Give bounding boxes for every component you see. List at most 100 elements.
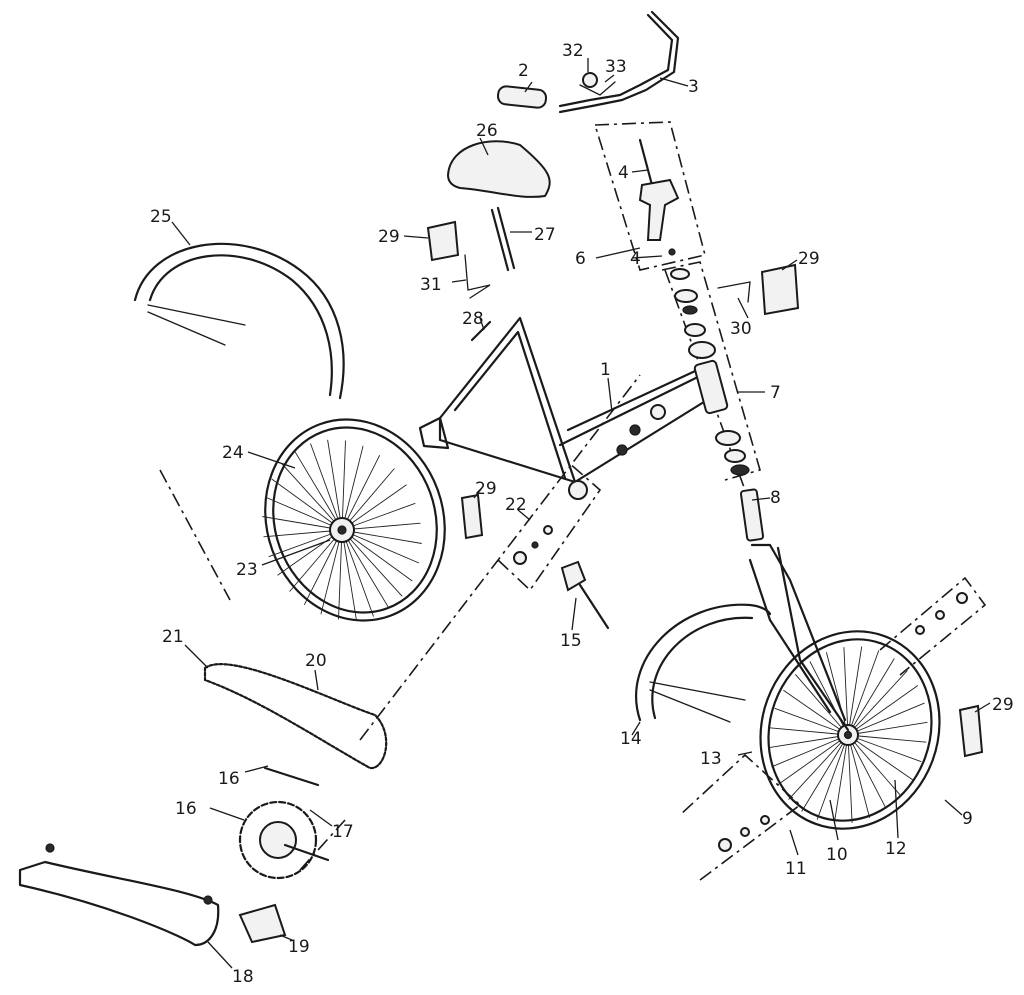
label-6: 6	[575, 249, 586, 269]
spoke	[281, 463, 343, 531]
spoke	[847, 646, 863, 736]
label-21: 21	[162, 627, 184, 647]
spoke	[847, 734, 913, 781]
label-2: 2	[518, 61, 529, 81]
label-17: 17	[332, 822, 354, 842]
spoke	[847, 650, 880, 736]
label-16-lower: 16	[175, 799, 197, 819]
spoke	[341, 440, 346, 531]
label-29-saddle: 29	[378, 227, 400, 247]
rear-fender	[133, 242, 345, 400]
front-fork	[739, 488, 850, 732]
spoke	[816, 734, 849, 820]
spoke	[847, 721, 928, 736]
label-29-front: 29	[798, 249, 820, 269]
spoke	[847, 734, 902, 796]
spoke	[843, 647, 849, 736]
chain-guard	[18, 843, 220, 947]
spoke	[771, 734, 849, 768]
spoke	[809, 661, 849, 736]
leader-lines	[171, 58, 991, 969]
label-9: 9	[962, 809, 973, 829]
spoke	[327, 439, 343, 531]
label-16-upper: 16	[218, 769, 240, 789]
spoke	[847, 734, 887, 809]
spoke	[847, 658, 895, 736]
spoke	[783, 689, 849, 736]
spoke	[341, 522, 421, 531]
spoke	[801, 734, 849, 812]
kickstand	[560, 560, 610, 630]
label-24: 24	[222, 443, 244, 463]
spoke	[294, 451, 343, 531]
spoke	[264, 496, 343, 531]
label-14: 14	[620, 729, 642, 749]
spoke	[289, 529, 343, 592]
label-25: 25	[150, 207, 172, 227]
spoke	[774, 707, 849, 736]
hardware-kit	[513, 525, 968, 852]
label-31: 31	[420, 275, 442, 295]
chain	[203, 663, 388, 770]
alignment-lines	[159, 121, 987, 881]
label-26: 26	[476, 121, 498, 141]
spoke	[341, 454, 381, 531]
label-27: 27	[534, 225, 556, 245]
label-29-rear: 29	[475, 479, 497, 499]
spoke	[341, 468, 395, 531]
label-11: 11	[785, 859, 807, 879]
reflectors	[426, 220, 984, 758]
spoke	[825, 652, 849, 736]
spoke	[341, 529, 390, 609]
spoke	[341, 529, 420, 564]
label-12: 12	[885, 839, 907, 859]
spoke	[338, 529, 343, 620]
label-33: 33	[605, 57, 627, 77]
label-3: 3	[688, 77, 699, 97]
spoke	[847, 685, 919, 736]
label-19: 19	[288, 937, 310, 957]
label-28: 28	[462, 309, 484, 329]
label-8: 8	[770, 488, 781, 508]
front-fender	[635, 603, 772, 723]
crank-assembly	[238, 766, 330, 944]
spoke	[847, 734, 922, 763]
front-wheel-spokes	[768, 646, 928, 824]
label-30: 30	[730, 319, 752, 339]
spoke	[847, 734, 927, 743]
label-18: 18	[232, 967, 254, 987]
rear-wheel-spokes	[262, 439, 422, 621]
spoke	[768, 734, 849, 749]
label-32: 32	[562, 41, 584, 61]
spoke	[341, 502, 416, 531]
spoke	[788, 734, 849, 800]
label-10: 10	[826, 845, 848, 865]
spoke	[769, 727, 849, 736]
rear-wheel	[262, 418, 446, 622]
spoke	[310, 443, 343, 531]
spoke	[341, 445, 364, 531]
spoke	[847, 734, 853, 823]
spoke	[341, 529, 403, 597]
spoke	[303, 529, 343, 606]
handlebar-assembly	[496, 10, 680, 114]
label-23: 23	[236, 560, 258, 580]
spoke	[833, 734, 849, 824]
spoke	[262, 516, 343, 531]
spoke	[341, 529, 357, 621]
part-labels: 1 2 3 4 4 6 7 8 9 10 11 12 13 14 15 16 1…	[150, 41, 1014, 987]
spoke	[794, 674, 849, 736]
label-15: 15	[560, 631, 582, 651]
label-1: 1	[600, 360, 611, 380]
front-wheel	[759, 630, 941, 830]
spoke	[320, 529, 343, 615]
label-4-upper: 4	[618, 163, 629, 183]
label-29-wheel: 29	[992, 695, 1014, 715]
spoke	[341, 529, 422, 544]
spoke	[277, 529, 343, 576]
label-7: 7	[770, 383, 781, 403]
label-22: 22	[505, 495, 527, 515]
headset-parts	[670, 268, 750, 476]
